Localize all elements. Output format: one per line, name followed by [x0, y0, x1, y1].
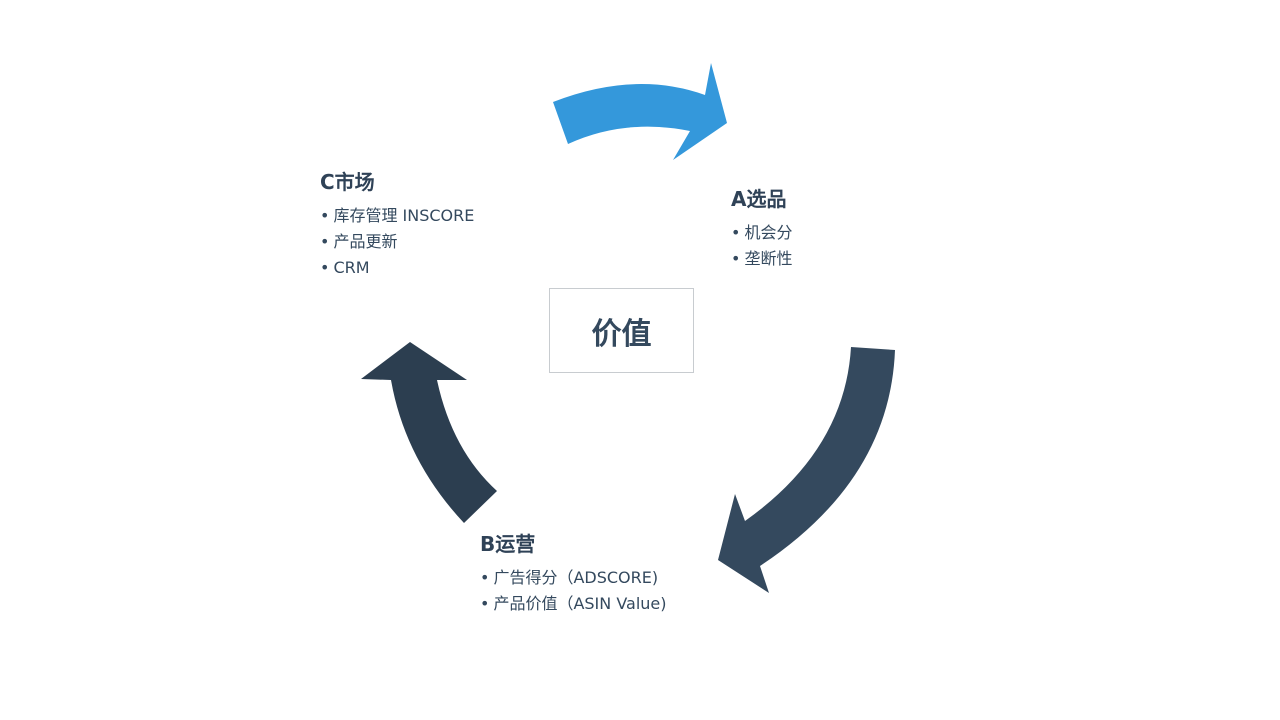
center-value-box: 价值: [549, 288, 694, 373]
section-c-market: C市场 库存管理 INSCORE 产品更新 CRM: [320, 166, 474, 281]
section-title: C市场: [320, 170, 375, 194]
left-curved-arrow: [361, 342, 497, 523]
section-title: B运营: [480, 532, 536, 556]
list-item: 库存管理 INSCORE: [320, 203, 474, 229]
center-label: 价值: [591, 316, 652, 352]
list-item: 机会分: [731, 220, 792, 246]
list-item: 产品更新: [320, 229, 474, 255]
right-curved-arrow: [718, 347, 895, 593]
section-title: A选品: [731, 187, 787, 211]
section-b-operations: B运营 广告得分（ADSCORE) 产品价值（ASIN Value): [480, 528, 667, 617]
list-item: 产品价值（ASIN Value): [480, 591, 666, 617]
list-item: CRM: [320, 255, 474, 281]
section-a-selection: A选品 机会分 垄断性: [731, 183, 792, 272]
list-item: 广告得分（ADSCORE): [480, 565, 667, 591]
list-item: 垄断性: [731, 246, 792, 272]
blue-curved-arrow: [553, 63, 727, 160]
